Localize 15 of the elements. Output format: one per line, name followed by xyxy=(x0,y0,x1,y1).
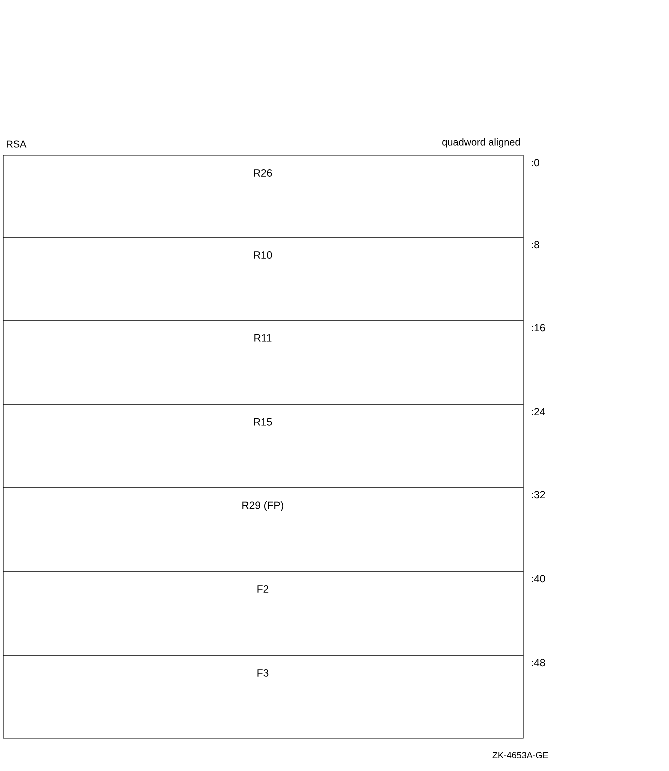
offset-label: :0 xyxy=(532,159,540,167)
register-cell: R15 xyxy=(3,404,524,488)
register-cell: R11 xyxy=(3,320,524,405)
register-cell: R29 (FP) xyxy=(3,487,524,572)
offset-label: :32 xyxy=(532,491,546,499)
register-cell: F3 xyxy=(3,655,524,739)
offset-label: :16 xyxy=(532,324,546,332)
figure-id: ZK-4653A-GE xyxy=(492,752,548,759)
register-cell: R26 xyxy=(3,155,524,238)
offset-label: :24 xyxy=(532,408,546,416)
offset-label: :40 xyxy=(532,575,546,583)
offset-label: :8 xyxy=(532,241,540,249)
register-cell: R10 xyxy=(3,237,524,321)
offset-label: :48 xyxy=(532,659,546,667)
register-cell: F2 xyxy=(3,571,524,656)
